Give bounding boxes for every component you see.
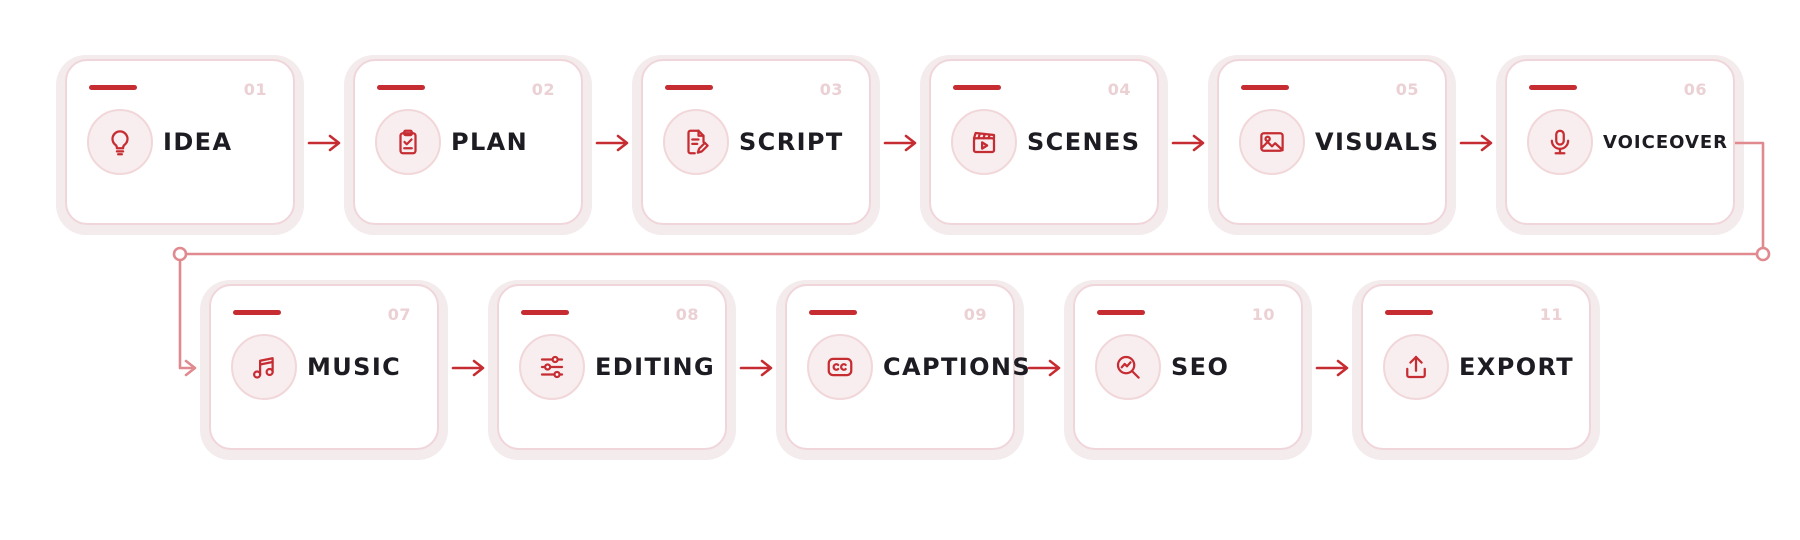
step-number: 04 xyxy=(1107,80,1131,99)
step-number: 08 xyxy=(675,305,699,324)
step-number: 03 xyxy=(819,80,843,99)
step-label: SCRIPT xyxy=(739,128,844,156)
flow-arrow-head xyxy=(328,134,341,152)
step-label: VOICEOVER xyxy=(1603,132,1729,153)
step-label: CAPTIONS xyxy=(883,353,1032,381)
card-accent-bar xyxy=(953,85,1001,90)
card-accent-bar xyxy=(377,85,425,90)
step-number: 09 xyxy=(963,305,987,324)
card-accent-bar xyxy=(1385,310,1433,315)
closed-captions-icon xyxy=(827,357,853,377)
icon-badge xyxy=(1383,334,1449,400)
search-analytics-icon xyxy=(1116,355,1140,379)
icon-badge xyxy=(231,334,297,400)
step-label: EDITING xyxy=(595,353,716,381)
icon-badge xyxy=(519,334,585,400)
card-accent-bar xyxy=(89,85,137,90)
flow-arrow-head xyxy=(1192,134,1205,152)
step-number: 02 xyxy=(531,80,555,99)
card-accent-bar xyxy=(809,310,857,315)
step-number: 05 xyxy=(1395,80,1419,99)
card-accent-bar xyxy=(665,85,713,90)
card-accent-bar xyxy=(233,310,281,315)
step-number: 06 xyxy=(1683,80,1707,99)
step-number: 01 xyxy=(243,80,267,99)
step-number: 11 xyxy=(1539,305,1563,324)
icon-badge xyxy=(1095,334,1161,400)
flow-arrow-head xyxy=(1336,359,1349,377)
clipboard-check-icon xyxy=(399,129,417,155)
image-icon xyxy=(1260,132,1284,152)
icon-badge xyxy=(87,109,153,175)
card-accent-bar xyxy=(1529,85,1577,90)
step-label: VISUALS xyxy=(1315,128,1440,156)
icon-badge xyxy=(1239,109,1305,175)
step-label: MUSIC xyxy=(307,353,402,381)
lightbulb-icon xyxy=(111,130,129,156)
icon-badge xyxy=(375,109,441,175)
icon-badge xyxy=(663,109,729,175)
step-label: SEO xyxy=(1171,353,1230,381)
clapperboard-icon xyxy=(972,131,996,154)
step-number: 07 xyxy=(387,305,411,324)
card-accent-bar xyxy=(521,310,569,315)
flow-arrow-head xyxy=(616,134,629,152)
flow-arrow-head xyxy=(760,359,773,377)
flow-arrow-head xyxy=(472,359,485,377)
step-number: 10 xyxy=(1251,305,1275,324)
wrap-connector-path xyxy=(178,141,1765,370)
microphone-icon xyxy=(1550,129,1570,155)
upload-icon xyxy=(1406,355,1426,379)
connector-node-right xyxy=(1755,246,1771,262)
icon-badge xyxy=(807,334,873,400)
connector-node-left xyxy=(172,246,188,262)
flow-arrow-head xyxy=(1480,134,1493,152)
sliders-icon xyxy=(540,355,564,379)
music-note-icon xyxy=(252,357,274,379)
card-accent-bar xyxy=(1097,310,1145,315)
step-label: PLAN xyxy=(451,128,529,156)
flow-arrow-head xyxy=(904,134,917,152)
icon-badge xyxy=(1527,109,1593,175)
step-label: IDEA xyxy=(163,128,233,156)
wrap-connector-arrowhead xyxy=(184,359,197,377)
icon-badge xyxy=(951,109,1017,175)
document-edit-icon xyxy=(687,129,709,155)
flow-arrow-head xyxy=(1048,359,1061,377)
step-label: EXPORT xyxy=(1459,353,1575,381)
step-label: SCENES xyxy=(1027,128,1141,156)
card-accent-bar xyxy=(1241,85,1289,90)
